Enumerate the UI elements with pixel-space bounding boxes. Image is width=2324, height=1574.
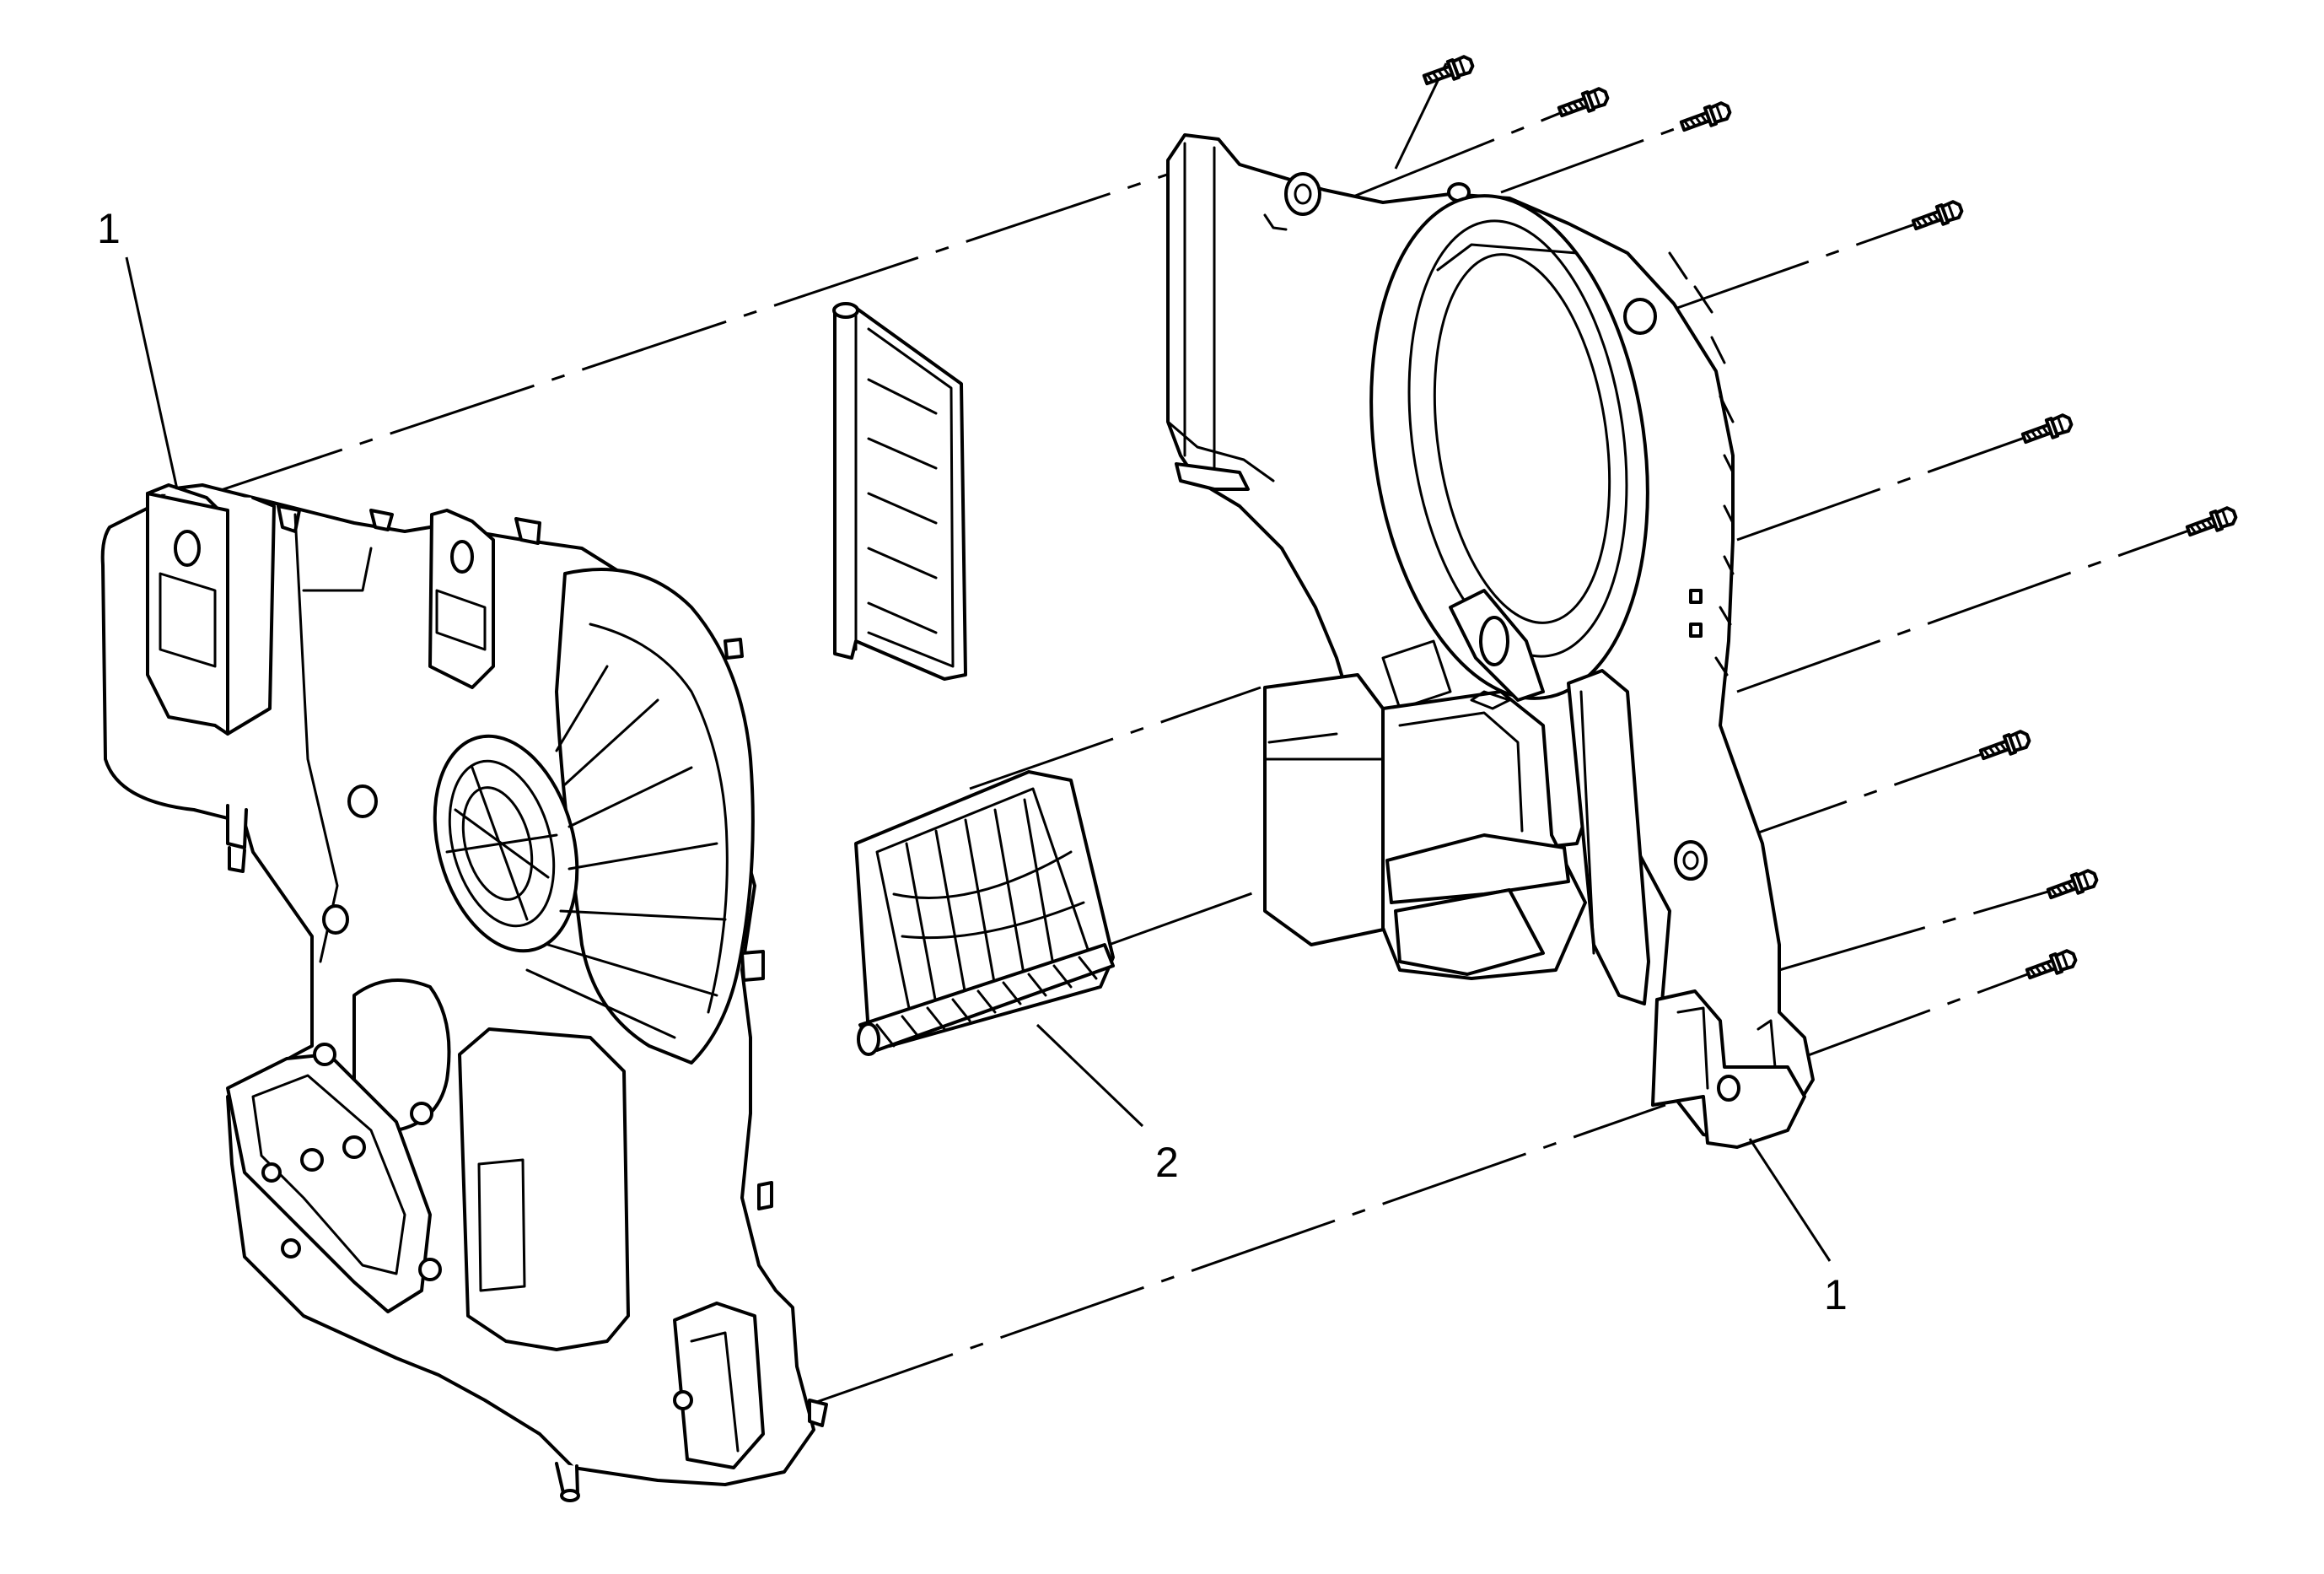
screw-icon xyxy=(2046,869,2099,900)
screw-icon xyxy=(2185,506,2238,537)
callout-label-filter: 2 xyxy=(1155,1139,1179,1186)
screw-group xyxy=(1422,55,2238,980)
left-housing xyxy=(100,483,828,1502)
screw-icon xyxy=(1679,101,1732,132)
callout-leaders xyxy=(125,256,1832,1262)
assembly-guide-lines xyxy=(197,62,2223,1406)
screw-icon xyxy=(2020,413,2074,445)
callouts: 1 2 1 xyxy=(97,205,1848,1318)
screw-icon xyxy=(1978,730,2031,761)
screw-icon xyxy=(2025,949,2078,980)
screw-icon xyxy=(1422,55,1475,86)
screw-icon xyxy=(1911,200,1964,231)
housing-ribs xyxy=(525,623,729,1039)
right-housing xyxy=(1166,133,1815,1149)
callout-label-left-housing: 1 xyxy=(97,205,121,252)
callout-label-right-housing: 1 xyxy=(1824,1271,1848,1318)
air-filter xyxy=(854,770,1115,1056)
screw-icon xyxy=(1557,87,1610,118)
air-filter-upper xyxy=(832,302,967,681)
